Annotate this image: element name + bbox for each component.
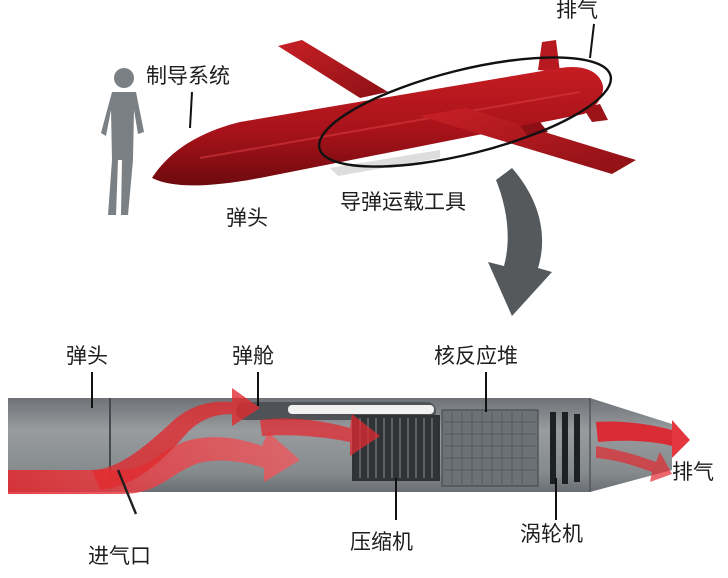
zoom-arrow (488, 168, 552, 316)
label-exhaust-bottom: 排气 (672, 460, 714, 484)
label-compressor: 压缩机 (350, 530, 413, 554)
label-missile-carrier: 导弹运载工具 (340, 190, 466, 214)
highlight-ellipse (317, 56, 613, 168)
human-silhouette (101, 68, 144, 215)
reactor-block (441, 409, 539, 487)
front-wing (420, 108, 636, 174)
tail-fin (538, 40, 560, 72)
label-exhaust-top: 排气 (556, 0, 598, 22)
label-guidance-system: 制导系统 (146, 64, 230, 88)
label-warhead-bottom: 弹头 (66, 344, 108, 368)
label-intake: 进气口 (88, 544, 151, 568)
label-warhead-top: 弹头 (226, 206, 268, 230)
label-turbine: 涡轮机 (520, 522, 583, 546)
rear-wing (278, 40, 388, 98)
exhaust-flow (596, 420, 690, 458)
label-reactor: 核反应堆 (434, 344, 518, 368)
turbine-block (550, 412, 580, 484)
label-bay: 弹舱 (232, 344, 274, 368)
